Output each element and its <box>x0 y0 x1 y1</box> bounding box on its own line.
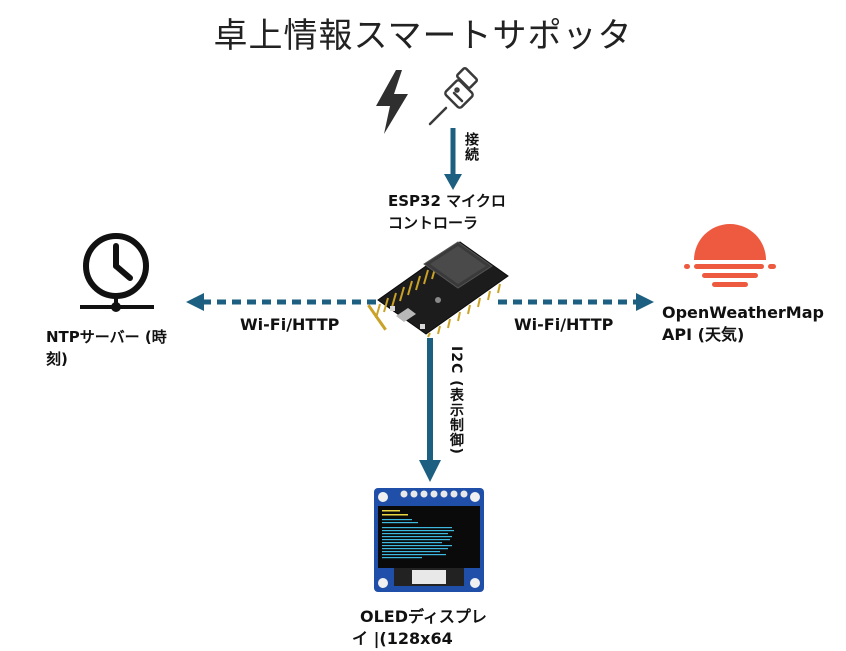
weather-label-line2: API (天気) <box>662 325 745 344</box>
oled-link-label: I2C (表示制御) <box>448 346 464 455</box>
ntp-label-line1: NTPサーバー (時 <box>46 328 167 346</box>
diagram-title: 卓上情報スマートサポッタ <box>213 16 633 56</box>
oled-link-arrow <box>419 338 441 482</box>
ntp-link-arrow <box>186 293 376 311</box>
esp32-board-image <box>367 241 509 338</box>
weather-label-line1: OpenWeatherMap <box>662 303 824 322</box>
lightning-icon <box>376 70 408 134</box>
weather-link-label: Wi-Fi/HTTP <box>514 315 614 334</box>
clock-server-icon <box>80 233 154 312</box>
oled-display-image <box>374 488 484 592</box>
esp32-label-line2: コントローラ <box>388 214 479 232</box>
oled-label-line1: OLEDディスプレ <box>360 607 487 626</box>
oled-label-line2: イ |(128x64 <box>352 629 453 648</box>
ntp-label-line2: 刻) <box>46 350 68 368</box>
esp32-label-line1: ESP32 マイクロ <box>388 192 506 210</box>
usb-plug-icon <box>428 66 479 126</box>
weather-link-arrow <box>498 293 654 311</box>
sunset-weather-icon <box>684 224 776 287</box>
ntp-link-label: Wi-Fi/HTTP <box>240 315 340 334</box>
power-connect-arrow <box>444 128 462 190</box>
connect-label: 接続 <box>463 132 479 162</box>
